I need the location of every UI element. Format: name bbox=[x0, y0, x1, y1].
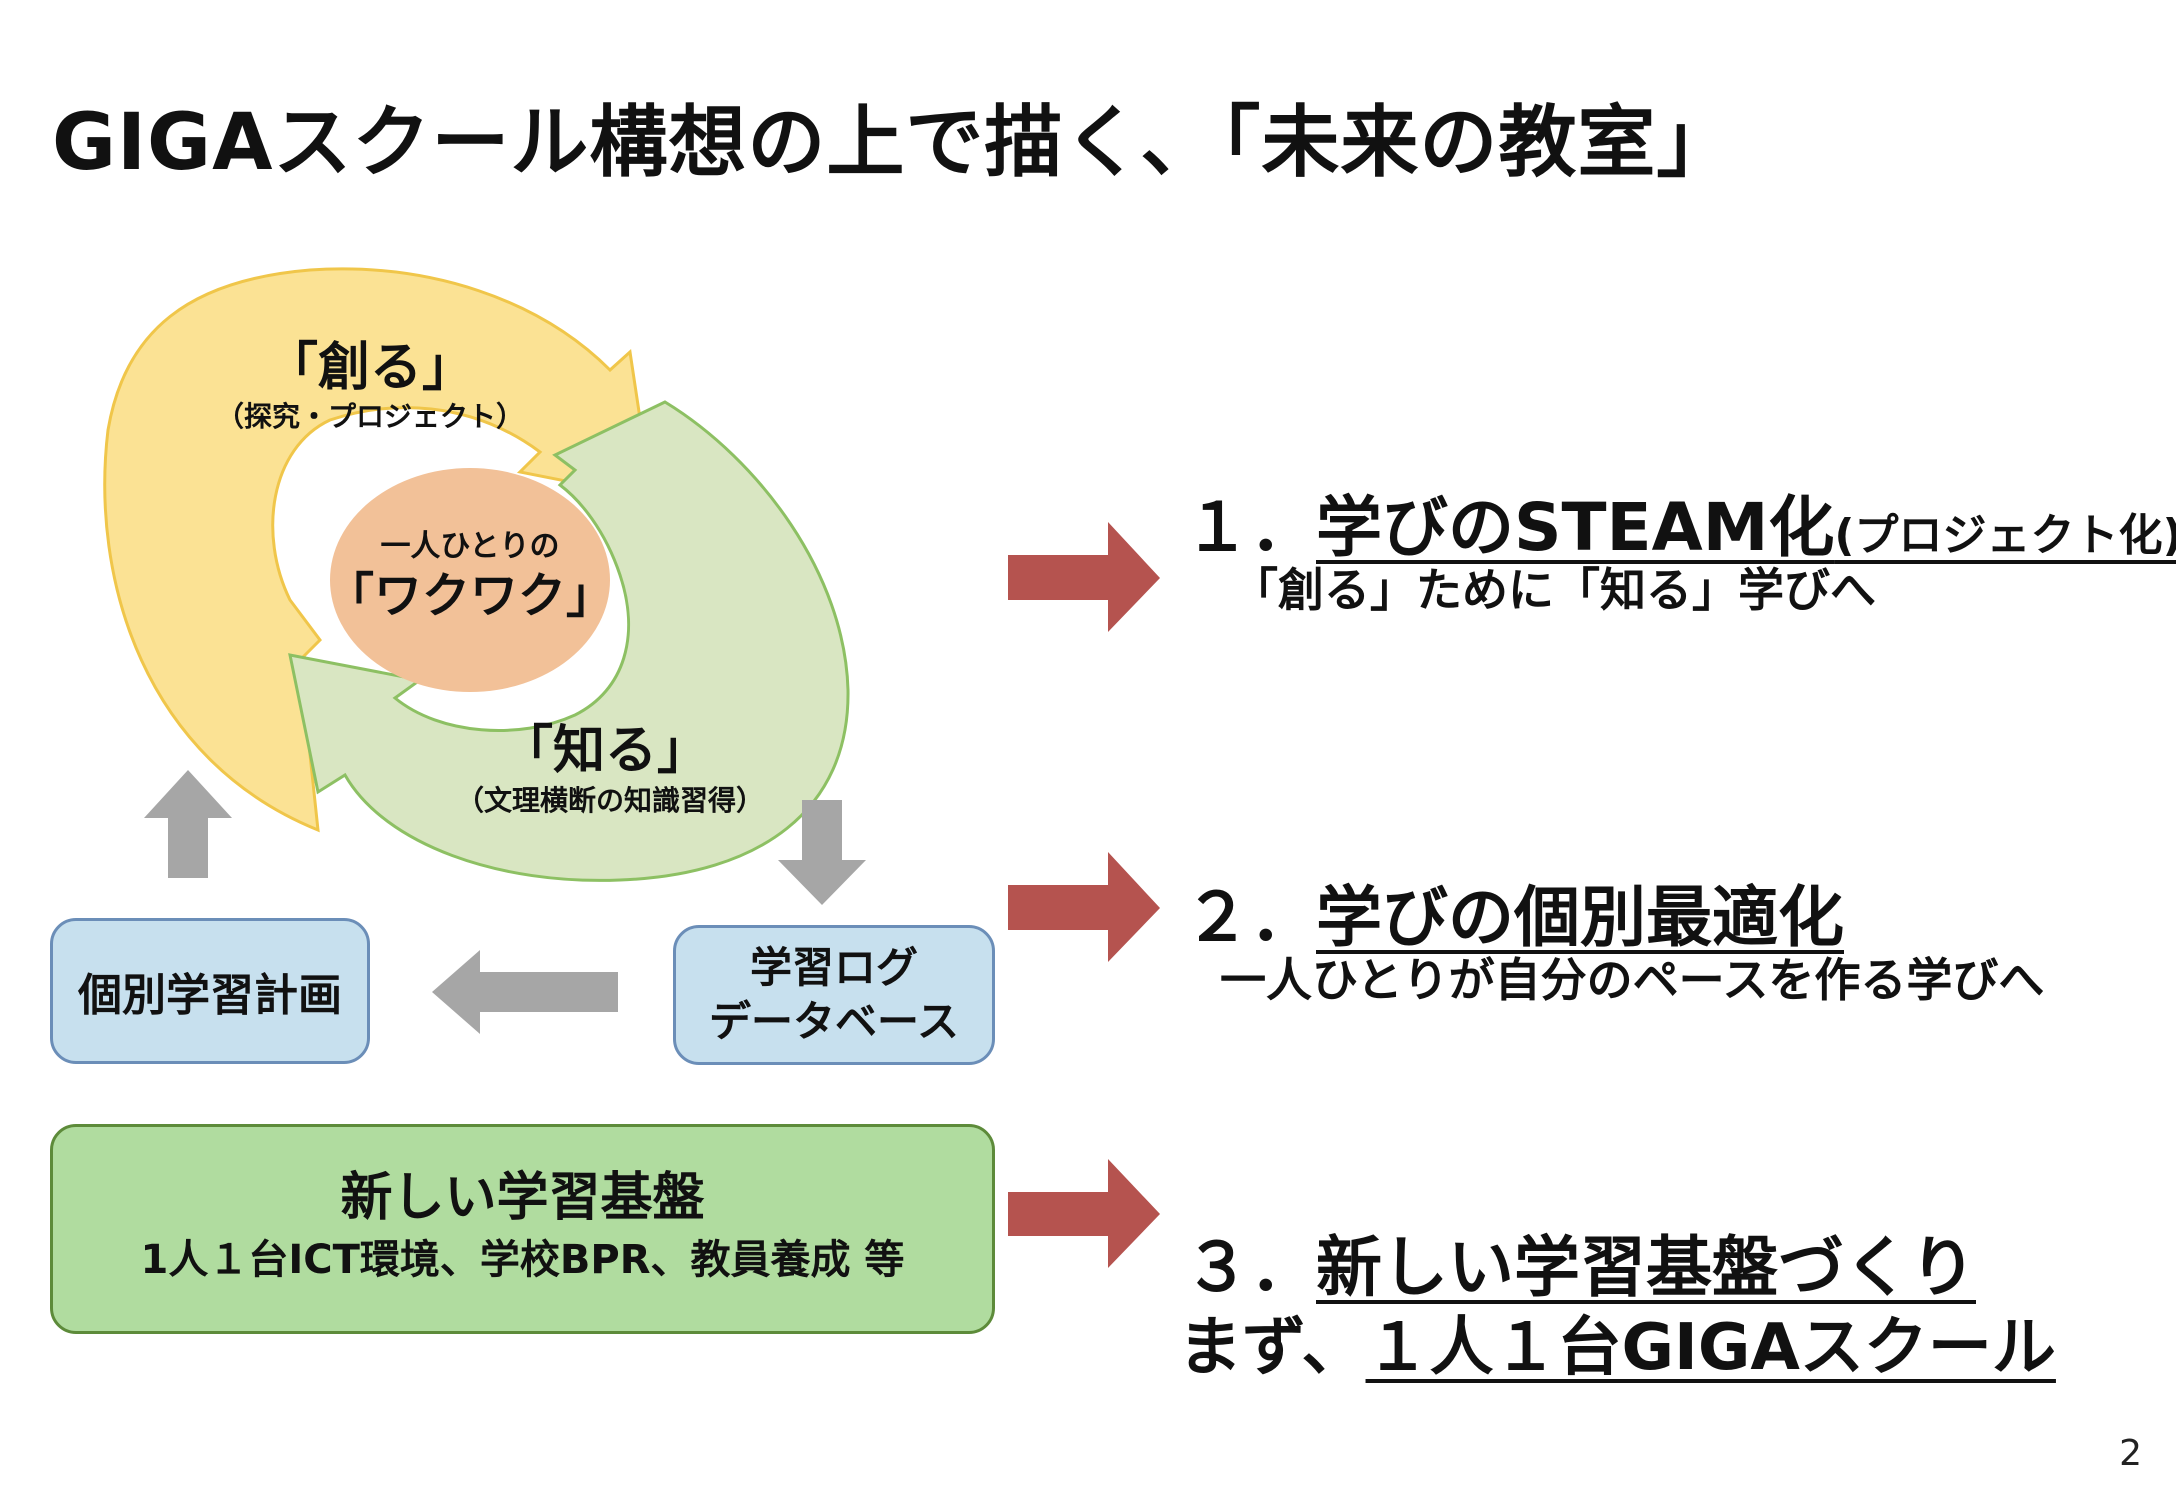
red-arrow-3 bbox=[1008, 1159, 1160, 1268]
point-2-subtitle: 一人ひとりが自分のペースを作る学びへ bbox=[1220, 953, 2045, 1007]
point-3-title: 新しい学習基盤づくり bbox=[1316, 1229, 1976, 1306]
point-3-heading: ３．新しい学習基盤づくり bbox=[1184, 1214, 1976, 1310]
know-cycle-arrow bbox=[288, 400, 850, 882]
create-label: 「創る」 bbox=[266, 338, 474, 398]
individual-plan-box: 個別学習計画 bbox=[50, 918, 370, 1064]
page-title: GIGAスクール構想の上で描く､「未来の教室」 bbox=[52, 98, 1736, 188]
gray-arrow-down bbox=[778, 800, 866, 905]
point-1-subtitle: 「創る」ために「知る」学びへ bbox=[1232, 563, 1876, 617]
create-sub: （探究・プロジェクト） bbox=[216, 400, 524, 433]
create-cycle-arrow bbox=[103, 267, 654, 833]
point-1-title-suffix: (プロジェクト化) bbox=[1834, 510, 2176, 561]
learning-log-line1: 学習ログ bbox=[749, 943, 918, 992]
red-arrow-2 bbox=[1008, 852, 1160, 962]
point-3-sub-prefix: まず、 bbox=[1178, 1311, 1366, 1385]
center-line2: 「ワクワク」 bbox=[326, 568, 614, 624]
foundation-sub: 1人１台ICT環境、学校BPR、教員養成 等 bbox=[140, 1237, 905, 1283]
gray-arrow-left bbox=[432, 950, 618, 1034]
know-label: 「知る」 bbox=[501, 721, 709, 781]
point-1-title: 学びのSTEAM化(プロジェクト化) bbox=[1316, 489, 2176, 566]
center-excitement-ellipse bbox=[330, 468, 610, 692]
point-1-heading: １．学びのSTEAM化(プロジェクト化) bbox=[1184, 474, 2176, 570]
point-3-number: ３． bbox=[1184, 1229, 1316, 1306]
foundation-title: 新しい学習基盤 bbox=[340, 1168, 705, 1228]
point-3-sub-underlined: １人１台GIGAスクール bbox=[1365, 1311, 2056, 1385]
page-number: 2 bbox=[2119, 1433, 2142, 1474]
point-3-subtitle: まず、１人１台GIGAスクール bbox=[1178, 1296, 2056, 1388]
learning-log-line2: データベース bbox=[709, 997, 959, 1046]
point-2-number: ２． bbox=[1184, 879, 1316, 956]
point-1-number: １． bbox=[1184, 489, 1316, 566]
learning-log-box: 学習ログ データベース bbox=[673, 925, 995, 1065]
point-2-heading: ２．学びの個別最適化 bbox=[1184, 864, 1844, 960]
individual-plan-label: 個別学習計画 bbox=[78, 970, 342, 1021]
foundation-box: 新しい学習基盤 1人１台ICT環境、学校BPR、教員養成 等 bbox=[50, 1124, 995, 1334]
red-arrow-1 bbox=[1008, 522, 1160, 632]
gray-arrow-up bbox=[144, 770, 232, 878]
know-sub: （文理横断の知識習得） bbox=[456, 784, 764, 817]
point-2-title: 学びの個別最適化 bbox=[1316, 879, 1844, 956]
center-line1: 一人ひとりの bbox=[380, 529, 559, 564]
